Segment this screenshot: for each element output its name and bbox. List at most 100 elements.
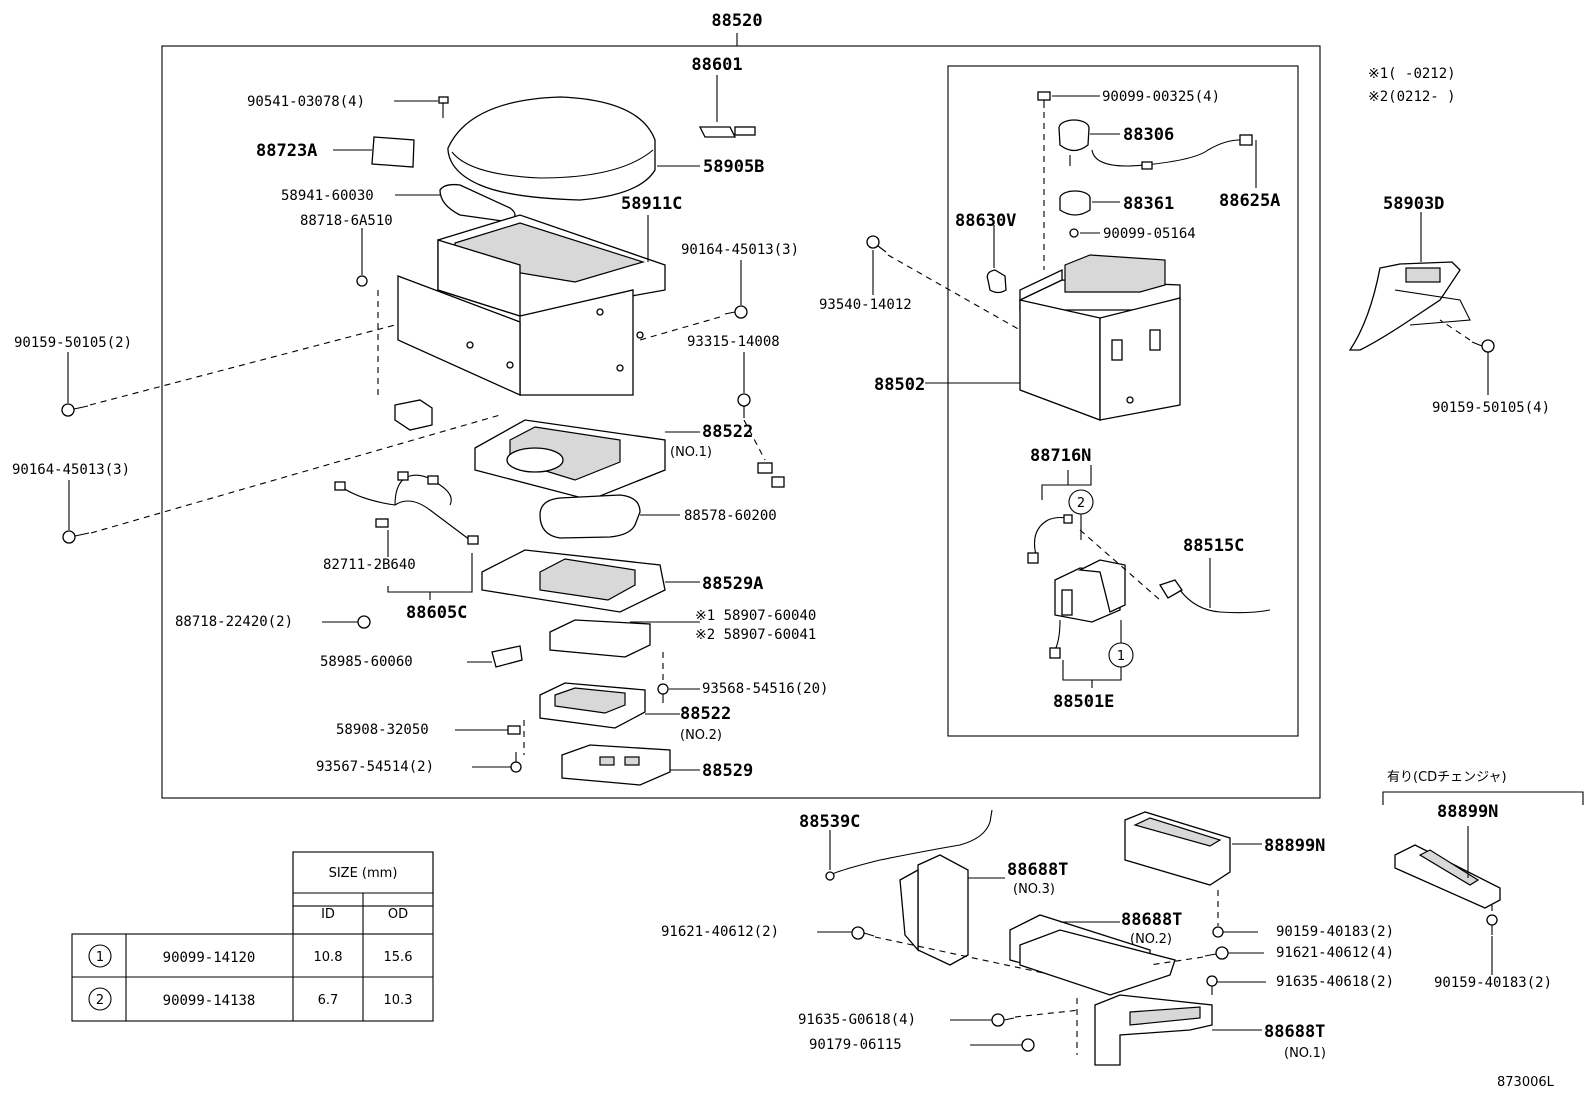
screw-90099-00325-icon[interactable] <box>1037 91 1051 108</box>
label-58905B[interactable]: 58905B <box>703 157 764 177</box>
bezel-88529A[interactable] <box>481 549 666 613</box>
label-93315[interactable]: 93315-14008 <box>687 334 780 350</box>
label-58903D[interactable]: 58903D <box>1383 194 1444 214</box>
label-90179[interactable]: 90179-06115 <box>809 1037 902 1053</box>
pad-88723A[interactable] <box>371 136 415 168</box>
screw-90541-icon[interactable] <box>438 96 449 118</box>
label-88718-22420[interactable]: 88718-22420(2) <box>175 614 293 630</box>
label-93568[interactable]: 93568-54516(20) <box>702 681 828 697</box>
mat-88529[interactable] <box>561 744 671 786</box>
gear-88361[interactable] <box>1059 190 1091 216</box>
armrest-lid-part[interactable] <box>447 96 656 201</box>
label-88520[interactable]: 88520 <box>711 11 762 31</box>
label-93567[interactable]: 93567-54514(2) <box>316 759 434 775</box>
cooler-box-88502[interactable] <box>1019 254 1181 421</box>
label-88361[interactable]: 88361 <box>1123 194 1174 214</box>
clip-88601[interactable] <box>698 75 756 138</box>
screw-90164-left-icon[interactable] <box>62 480 90 544</box>
label-88501E[interactable]: 88501E <box>1053 692 1114 712</box>
label-91621-right[interactable]: 91621-40612(4) <box>1276 945 1394 961</box>
cushion-58941[interactable] <box>439 183 516 223</box>
box-88899N[interactable] <box>1124 811 1231 886</box>
label-88529[interactable]: 88529 <box>702 761 753 781</box>
label-88522-no1[interactable]: 88522 <box>702 422 753 442</box>
clip-58908[interactable] <box>507 725 521 735</box>
label-88539C[interactable]: 88539C <box>799 812 860 832</box>
label-58907-1[interactable]: ※1 58907-60040 <box>695 608 816 624</box>
label-58908[interactable]: 58908-32050 <box>336 722 429 738</box>
motor-88306[interactable] <box>1058 119 1090 166</box>
label-88716N[interactable]: 88716N <box>1030 446 1091 466</box>
label-88899N[interactable]: 88899N <box>1264 836 1325 856</box>
tray-88899N-right[interactable] <box>1394 844 1501 909</box>
gasket-88578[interactable] <box>539 494 641 539</box>
label-90164-top[interactable]: 90164-45013(3) <box>681 242 799 258</box>
panel-58903D[interactable] <box>1348 261 1471 351</box>
label-90159-right[interactable]: 90159-50105(4) <box>1432 400 1550 416</box>
screw-90159-40183-right-icon[interactable] <box>1486 914 1498 935</box>
screw-91621-left-icon[interactable] <box>851 926 875 940</box>
screw-93540-icon[interactable] <box>866 235 887 253</box>
bracket-88718-6A510[interactable] <box>356 228 433 431</box>
screw-91635-40618-icon[interactable] <box>1206 975 1218 995</box>
wire-harness-88605C[interactable] <box>334 471 479 545</box>
label-88529A[interactable]: 88529A <box>702 574 763 594</box>
label-90541[interactable]: 90541-03078(4) <box>247 94 365 110</box>
table-row2-part[interactable]: 90099-14138 <box>163 993 256 1009</box>
screw-91635-G0618-icon[interactable] <box>991 1013 1015 1027</box>
label-88578[interactable]: 88578-60200 <box>684 508 777 524</box>
screw-90159-left-icon[interactable] <box>61 352 89 417</box>
label-90099-05164[interactable]: 90099-05164 <box>1103 226 1196 242</box>
screw-91621-right-icon[interactable] <box>1204 946 1229 960</box>
label-88688T-no2[interactable]: 88688T <box>1121 910 1182 930</box>
label-90099-00325[interactable]: 90099-00325(4) <box>1102 89 1220 105</box>
sensor-88515C[interactable] <box>1159 579 1271 614</box>
bracket-88688T-no1[interactable] <box>1094 994 1213 1066</box>
label-88502[interactable]: 88502 <box>874 375 925 395</box>
label-91621-left[interactable]: 91621-40612(2) <box>661 924 779 940</box>
screw-93315-icon[interactable] <box>737 352 751 418</box>
label-88723A[interactable]: 88723A <box>256 141 317 161</box>
label-90164-left[interactable]: 90164-45013(3) <box>12 462 130 478</box>
label-82711[interactable]: 82711-2B640 <box>323 557 416 573</box>
screw-93568-icon[interactable] <box>657 683 669 703</box>
cable-88539C[interactable] <box>825 809 993 881</box>
label-93540[interactable]: 93540-14012 <box>819 297 912 313</box>
screw-90159-40183-icon[interactable] <box>1212 926 1224 938</box>
label-90159-left[interactable]: 90159-50105(2) <box>14 335 132 351</box>
label-88515C[interactable]: 88515C <box>1183 536 1244 556</box>
screw-90159-right-icon[interactable] <box>1471 339 1495 353</box>
label-88718-6A510[interactable]: 88718-6A510 <box>300 213 393 229</box>
label-58907-2[interactable]: ※2 58907-60041 <box>695 627 816 643</box>
label-91635-40618[interactable]: 91635-40618(2) <box>1276 974 1394 990</box>
wire-88625A[interactable] <box>1091 139 1241 167</box>
cooling-unit-88501E[interactable] <box>1049 559 1126 659</box>
plate-58907[interactable] <box>549 619 651 658</box>
label-58941[interactable]: 58941-60030 <box>281 188 374 204</box>
nut-90179-icon[interactable] <box>1021 1038 1035 1052</box>
bracket-88688T-no2[interactable] <box>1009 914 1176 996</box>
screw-90164-top-icon[interactable] <box>724 260 748 319</box>
screw-93567-icon[interactable] <box>510 752 522 773</box>
bulb-88630V[interactable] <box>986 269 1007 294</box>
label-88306[interactable]: 88306 <box>1123 125 1174 145</box>
tray-88522-no2[interactable] <box>539 682 646 729</box>
label-88601[interactable]: 88601 <box>691 55 742 75</box>
label-90159-40183-right[interactable]: 90159-40183(2) <box>1434 975 1552 991</box>
label-58911C[interactable]: 58911C <box>621 194 682 214</box>
label-88899N-right[interactable]: 88899N <box>1437 802 1498 822</box>
label-58985[interactable]: 58985-60060 <box>320 654 413 670</box>
label-90159-40183[interactable]: 90159-40183(2) <box>1276 924 1394 940</box>
bracket-88688T-no3[interactable] <box>899 854 969 966</box>
label-88688T-no1[interactable]: 88688T <box>1264 1022 1325 1042</box>
wire-88716N[interactable] <box>1027 514 1073 564</box>
label-88630V[interactable]: 88630V <box>955 211 1016 231</box>
label-91635-G0618[interactable]: 91635-G0618(4) <box>798 1012 916 1028</box>
clip-88718-22420[interactable] <box>357 615 371 629</box>
label-88522-no2[interactable]: 88522 <box>680 704 731 724</box>
table-row1-part[interactable]: 90099-14120 <box>163 950 256 966</box>
label-88688T-no3[interactable]: 88688T <box>1007 860 1068 880</box>
clip-58985[interactable] <box>491 645 523 668</box>
label-88625A[interactable]: 88625A <box>1219 191 1280 211</box>
console-box-58911C[interactable] <box>397 214 666 397</box>
